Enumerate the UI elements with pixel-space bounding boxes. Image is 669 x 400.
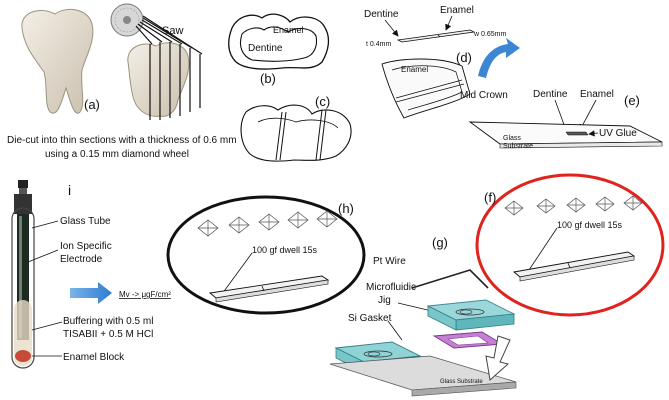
buffer-label-line2: TISABII + 0.5 M HCl xyxy=(63,329,153,340)
ise-pointer xyxy=(27,249,59,263)
panel-b-enamel-label: Enamel xyxy=(273,25,304,35)
conversion-arrow-icon xyxy=(70,282,112,304)
electrode-icon xyxy=(11,180,35,369)
glass-tube-pointer xyxy=(31,220,59,229)
panel-f-dwell-label: 100 gf dwell 15s xyxy=(557,220,623,230)
uv-glue-pointer xyxy=(588,130,599,137)
ise-label-line2: Electrode xyxy=(60,254,103,265)
mid-crown-label: Mid Crown xyxy=(460,90,508,101)
ise-label-line1: Ion Specific xyxy=(60,241,112,252)
tooth-inner-c xyxy=(257,117,339,129)
microfluidic-jig-upper xyxy=(426,299,516,331)
panel-d-dentine-label: Dentine xyxy=(364,9,399,20)
panel-c-label: (c) xyxy=(315,94,330,109)
glass-substrate-label: Glass Substrate xyxy=(440,379,483,385)
saw-label: Saw xyxy=(162,25,183,37)
glass-tube-label: Glass Tube xyxy=(60,216,111,227)
enamel-block-label: Enamel Block xyxy=(63,352,125,363)
panel-c: (c) xyxy=(240,94,352,162)
tooth-outline-b xyxy=(228,13,330,70)
panel-e-enamel-label: Enamel xyxy=(580,89,614,100)
panel-g-label: (g) xyxy=(432,235,448,250)
tooth-outline-c xyxy=(240,104,352,162)
panel-a-caption-line1: Die-cut into thin sections with a thickn… xyxy=(7,135,237,146)
panel-h-dwell-label: 100 gf dwell 15s xyxy=(252,245,318,255)
section-lines-c xyxy=(275,109,327,161)
enamel-pointer xyxy=(445,15,453,31)
buffer-pointer xyxy=(31,321,63,331)
tooth-photo-right xyxy=(127,42,190,117)
thin-section-bar xyxy=(396,29,476,43)
pt-wire-icon xyxy=(411,269,489,289)
panel-d: Dentine Enamel t 0.4mm w 0.65mm Enamel M… xyxy=(364,5,520,119)
thickness-label: t 0.4mm xyxy=(366,41,391,48)
pt-wire-label: Pt Wire xyxy=(373,256,406,267)
panel-e-dentine-label: Dentine xyxy=(533,89,568,100)
panel-b-label: (b) xyxy=(260,71,276,86)
panel-f: (f) 100 gf dwell 15s xyxy=(475,173,665,317)
panel-b-dentine-label: Dentine xyxy=(248,43,283,54)
indent-marks-f xyxy=(504,195,643,216)
si-gasket-icon xyxy=(432,331,504,349)
indent-marks-h xyxy=(197,210,338,237)
assembly-arrow-icon xyxy=(485,335,511,381)
buffer-label-line1: Buffering with 0.5 ml xyxy=(63,316,153,327)
panel-h-label: (h) xyxy=(338,201,354,216)
tooth-photo-left xyxy=(21,8,94,114)
saw-disc-icon xyxy=(110,3,144,37)
section-enamel-label: Enamel xyxy=(401,65,428,74)
gasket-pointer xyxy=(387,320,403,341)
glass-substrate-g xyxy=(329,355,517,397)
f-dwell-pointer xyxy=(526,227,558,274)
section-bar-f xyxy=(512,251,636,282)
panel-a-caption-line2: using a 0.15 mm diamond wheel xyxy=(45,149,189,160)
width-label: w 0.65mm xyxy=(473,31,506,38)
glass-label-line1: Glass xyxy=(503,135,521,142)
dentine-outline-b xyxy=(239,26,318,62)
panel-h: (h) 100 gf dwell 15s xyxy=(166,195,366,315)
panel-d-label: (d) xyxy=(456,50,472,65)
dentine-pointer xyxy=(384,19,399,37)
uv-glue-label: UV Glue xyxy=(599,128,637,139)
panel-a-label: (a) xyxy=(84,97,100,112)
glass-substrate-e xyxy=(468,121,663,149)
h-dwell-pointer xyxy=(221,252,253,295)
si-gasket-label: Si Gasket xyxy=(348,313,392,324)
jig-label-line1: Microfluidic xyxy=(366,282,416,293)
curved-arrow-icon xyxy=(478,38,520,78)
cut-lines xyxy=(135,15,203,120)
panel-d-enamel-label: Enamel xyxy=(440,5,474,16)
jig-label-line2: Jig xyxy=(378,295,391,306)
conversion-label: Mv -> μgF/cm² xyxy=(119,290,171,299)
panel-e: Dentine Enamel (e) UV Glue Glass Substra… xyxy=(468,89,663,150)
section-bar-h xyxy=(208,275,330,303)
section-plate xyxy=(381,58,471,119)
panel-i-label: i xyxy=(68,182,71,198)
panel-f-label: (f) xyxy=(484,190,496,205)
panel-h-ellipse xyxy=(166,195,366,315)
panel-e-label: (e) xyxy=(624,93,640,108)
panel-a: Saw (a) Die-cut into thin sections with … xyxy=(7,3,237,160)
glass-label-line2: Substrate xyxy=(503,143,533,150)
panel-b: Enamel Dentine (b) xyxy=(228,13,330,86)
panel-i: i Glass Tube Ion Specific Electrode Mv -… xyxy=(11,180,171,369)
panel-g: (g) Pt Wire Microfluidic Jig Si Gasket xyxy=(329,235,517,397)
panel-f-highlight-ellipse xyxy=(475,173,665,317)
